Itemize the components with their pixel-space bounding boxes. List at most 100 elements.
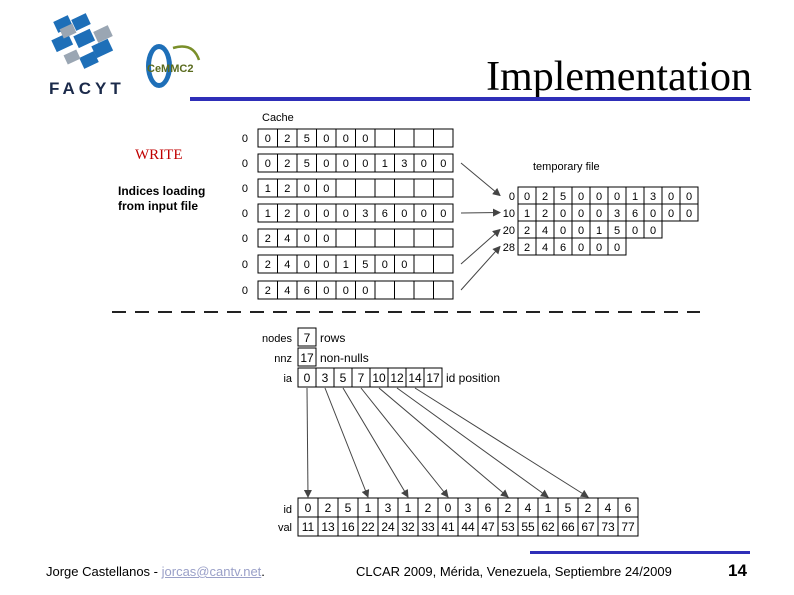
cache-cell-value: 5: [362, 259, 368, 271]
val-value: 62: [541, 520, 555, 534]
nodes-value: 7: [304, 331, 311, 345]
cache-cell-value: 1: [265, 183, 271, 195]
cache-cell-value: 0: [323, 233, 329, 245]
ia-pointer-arrow: [342, 387, 409, 498]
temp-cell-value: 3: [614, 208, 620, 220]
ia-value: 5: [340, 371, 347, 385]
cache-row-index: 0: [242, 285, 248, 297]
cache-cell-value: 2: [284, 208, 290, 220]
nodes-box: [297, 327, 317, 347]
val-value: 11: [302, 520, 315, 534]
cache-cell-value: 0: [304, 208, 310, 220]
temp-cell-value: 2: [524, 242, 530, 254]
nnz-value: 17: [300, 351, 314, 365]
ia-desc: id position: [446, 371, 500, 385]
cache-cell-value: 0: [323, 208, 329, 220]
temp-cell-value: 0: [578, 225, 584, 237]
ia-value: 0: [304, 371, 311, 385]
cache-cell-value: 1: [382, 158, 388, 170]
cache-cell-value: 0: [440, 158, 446, 170]
temp-cell-value: 0: [650, 208, 656, 220]
nodes-desc: rows: [320, 331, 345, 345]
cache-cell-value: 0: [265, 158, 271, 170]
cache-cell-value: 2: [265, 285, 271, 297]
cache-row-index: 0: [242, 233, 248, 245]
temp-cell-value: 2: [542, 208, 548, 220]
ia-pointer-arrow: [360, 387, 449, 498]
cache-cell-value: 0: [343, 208, 349, 220]
temp-cell-value: 0: [578, 191, 584, 203]
footer-author-name: Jorge Castellanos -: [46, 564, 162, 579]
cache-label: Cache: [262, 112, 294, 124]
indices-label-line2: from input file: [118, 199, 198, 213]
id-value: 3: [385, 501, 392, 515]
val-value: 16: [341, 520, 355, 534]
ia-value: 10: [372, 371, 386, 385]
write-arrow: [460, 208, 501, 217]
val-value: 41: [441, 520, 455, 534]
nnz-desc: non-nulls: [320, 351, 369, 365]
cache-cell-value: 3: [362, 208, 368, 220]
cache-cell-value: 0: [304, 233, 310, 245]
temp-cell-value: 0: [596, 191, 602, 203]
cache-cell-value: 0: [440, 208, 446, 220]
val-value: 67: [581, 520, 595, 534]
id-value: 1: [545, 501, 552, 515]
cache-row-index: 0: [242, 133, 248, 145]
temp-cell-value: 0: [614, 242, 620, 254]
ia-pointer-arrow: [396, 387, 549, 498]
ia-pointer-arrow: [378, 387, 509, 498]
val-value: 33: [421, 520, 435, 534]
cache-cell-value: 3: [401, 158, 407, 170]
temp-row-offset: 20: [503, 225, 515, 237]
indices-label-line1: Indices loading: [118, 184, 205, 198]
nnz-label: nnz: [274, 353, 292, 365]
cache-cell-value: 0: [343, 133, 349, 145]
page-title: Implementation: [486, 54, 752, 100]
val-value: 47: [481, 520, 495, 534]
temp-cell-value: 6: [632, 208, 638, 220]
temp-cell-value: 1: [632, 191, 638, 203]
facyt-logo: FACYT: [49, 13, 121, 98]
id-value: 2: [585, 501, 592, 515]
cache-cell-value: 0: [323, 183, 329, 195]
cache-cell-value: 5: [304, 133, 310, 145]
id-value: 2: [505, 501, 512, 515]
cache-cell-value: 0: [362, 158, 368, 170]
cache-cell-value: 0: [401, 208, 407, 220]
ia-pointer-arrow: [324, 387, 370, 498]
cache-row-index: 0: [242, 208, 248, 220]
temp-cell-value: 2: [542, 191, 548, 203]
val-value: 55: [521, 520, 535, 534]
cache-cell-value: 0: [382, 259, 388, 271]
cache-cell-value: 0: [421, 158, 427, 170]
cache-row-index: 0: [242, 259, 248, 271]
temp-cell-value: 1: [596, 225, 602, 237]
footer-conference: CLCAR 2009, Mérida, Venezuela, Septiembr…: [356, 564, 672, 579]
temp-cell-value: 0: [668, 208, 674, 220]
ia-value: 12: [390, 371, 404, 385]
id-value: 5: [565, 501, 572, 515]
val-value: 13: [321, 520, 335, 534]
temp-cell-value: 4: [542, 242, 548, 254]
temp-cell-value: 1: [524, 208, 530, 220]
cache-cell-value: 2: [284, 183, 290, 195]
cache-cell-value: 1: [343, 259, 349, 271]
footer-email-link[interactable]: jorcas@cantv.net: [161, 564, 262, 579]
ia-value: 14: [408, 371, 422, 385]
ia-value: 17: [426, 371, 440, 385]
val-value: 77: [621, 520, 635, 534]
temp-cell-value: 0: [560, 225, 566, 237]
cemmc-logo: CeMMC2: [146, 44, 201, 88]
write-arrow: [460, 162, 501, 197]
ia-pointer-arrow: [303, 387, 312, 498]
write-arrow: [460, 245, 501, 291]
temp-cell-value: 0: [596, 242, 602, 254]
cache-cell-value: 0: [323, 259, 329, 271]
id-value: 6: [485, 501, 492, 515]
temp-cell-value: 0: [632, 225, 638, 237]
temp-row-offset: 10: [503, 208, 515, 220]
nnz-box: [297, 347, 317, 367]
val-value: 32: [401, 520, 415, 534]
